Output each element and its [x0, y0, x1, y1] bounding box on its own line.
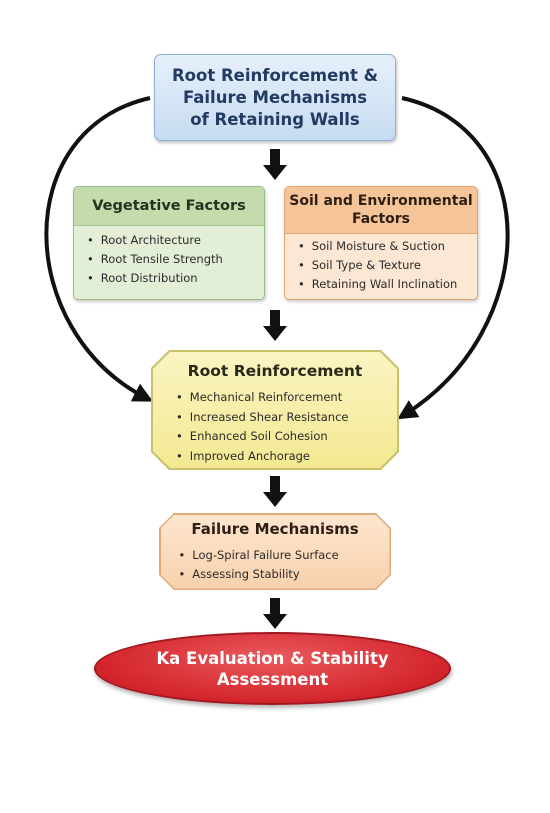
title-line: of Retaining Walls [190, 109, 360, 129]
final-line: Ka Evaluation & Stability [156, 648, 389, 668]
root-reinforcement-inner: Root Reinforcement Mechanical Reinforcem… [153, 352, 397, 468]
failure-mechanisms-inner: Failure Mechanisms Log-Spiral Failure Su… [160, 514, 390, 589]
failure-mechanisms-box: Failure Mechanisms Log-Spiral Failure Su… [159, 513, 391, 590]
list-item: Log-Spiral Failure Surface [179, 546, 390, 565]
soil-environmental-factors-list: Soil Moisture & Suction Soil Type & Text… [285, 234, 477, 294]
ka-evaluation-ellipse: Ka Evaluation & Stability Assessment [94, 632, 451, 705]
down-arrow-4 [263, 598, 287, 629]
list-item: Enhanced Soil Cohesion [176, 427, 397, 447]
down-arrow-3 [263, 476, 287, 507]
list-item: Retaining Wall Inclination [298, 275, 477, 294]
heading-line: Soil and Environmental [289, 193, 473, 209]
title-box: Root Reinforcement & Failure Mechanisms … [154, 54, 396, 141]
down-arrow-1 [263, 149, 287, 180]
vegetative-factors-heading: Vegetative Factors [74, 187, 264, 226]
list-item: Assessing Stability [179, 565, 390, 584]
list-item: Soil Type & Texture [298, 256, 477, 275]
failure-mechanisms-list: Log-Spiral Failure Surface Assessing Sta… [161, 544, 390, 584]
heading-line: Factors [351, 211, 411, 227]
curved-arrow-right [397, 96, 510, 420]
list-item: Root Distribution [87, 269, 264, 288]
list-item: Root Tensile Strength [87, 250, 264, 269]
list-item: Root Architecture [87, 231, 264, 250]
curved-arrow-left [44, 96, 154, 402]
down-arrow-2 [263, 310, 287, 341]
title-line: Failure Mechanisms [182, 87, 368, 107]
soil-environmental-factors-box: Soil and Environmental Factors Soil Mois… [284, 186, 478, 300]
list-item: Mechanical Reinforcement [176, 388, 397, 408]
failure-mechanisms-heading: Failure Mechanisms [191, 519, 359, 538]
title-line: Root Reinforcement & [171, 65, 379, 85]
soil-environmental-factors-heading: Soil and Environmental Factors [285, 187, 477, 234]
list-item: Improved Anchorage [176, 447, 397, 467]
vegetative-factors-list: Root Architecture Root Tensile Strength … [74, 226, 264, 288]
list-item: Increased Shear Resistance [176, 408, 397, 428]
root-reinforcement-list: Mechanical Reinforcement Increased Shear… [153, 388, 397, 466]
vegetative-factors-box: Vegetative Factors Root Architecture Roo… [73, 186, 265, 300]
root-reinforcement-heading: Root Reinforcement [187, 362, 363, 380]
list-item: Soil Moisture & Suction [298, 237, 477, 256]
root-reinforcement-box: Root Reinforcement Mechanical Reinforcem… [151, 350, 399, 470]
final-line: Assessment [216, 669, 329, 689]
